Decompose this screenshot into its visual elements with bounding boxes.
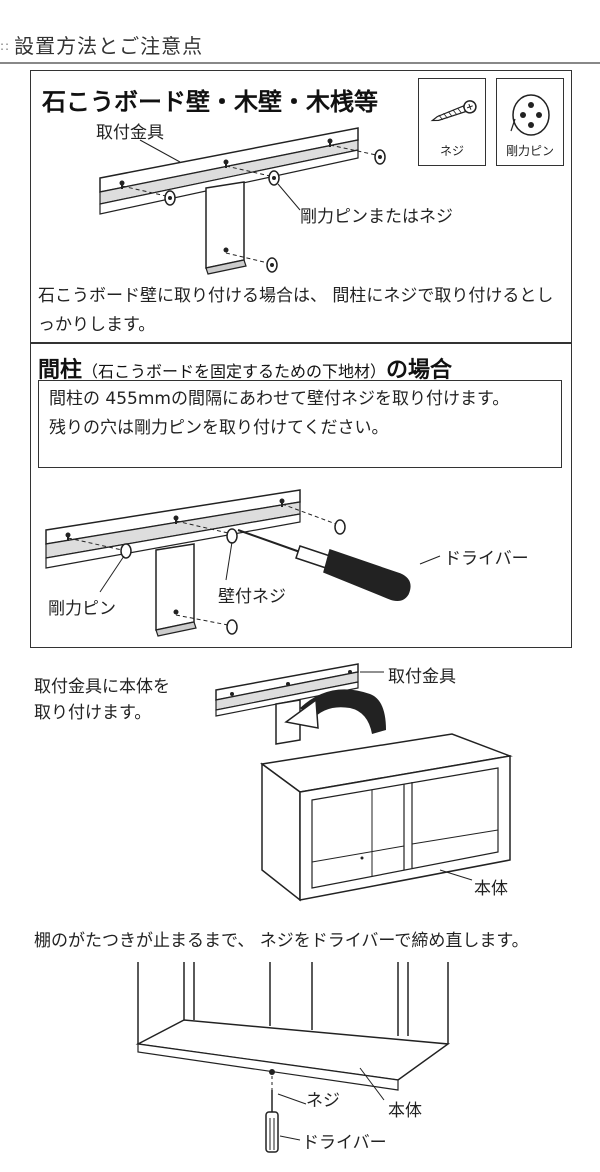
legend-pin-box: 剛力ピン xyxy=(496,78,564,166)
step4-label-body: 本体 xyxy=(388,1101,422,1121)
note-line-2: 残りの穴は剛力ピンを取り付けてください。 xyxy=(49,418,389,438)
label-bracket: 取付金具 xyxy=(96,123,164,143)
section1-paragraph: 石こうボード壁に取り付ける場合は、 間柱にネジで取り付けるとしっかりします。 xyxy=(38,286,554,335)
legend-screw-box: ネジ xyxy=(418,78,486,166)
section2-note: 間柱の 455mmの間隔にあわせて壁付ネジを取り付けます。 残りの穴は剛力ピンを… xyxy=(38,380,562,468)
label-wall-screw: 壁付ネジ xyxy=(218,587,286,607)
legend-screw-label: ネジ xyxy=(439,144,464,158)
section2-title-tail: の場合 xyxy=(386,358,453,383)
section2-title: 間柱（石こうボードを固定するための下地材）の場合 xyxy=(38,352,452,384)
step3-text: 取付金具に本体を 取り付けます。 xyxy=(34,674,170,726)
section2-title-main: 間柱 xyxy=(38,358,83,383)
screw-icon xyxy=(430,100,477,122)
label-pin-or-screw: 剛力ピンまたはネジ xyxy=(300,207,453,227)
page-header: ::設置方法とご注意点 xyxy=(0,30,203,59)
label-pin: 剛力ピン xyxy=(48,599,116,619)
step4-label-screw: ネジ xyxy=(306,1091,340,1111)
legend-pin-label: 剛力ピン xyxy=(505,144,554,158)
step3-line-1: 取付金具に本体を xyxy=(34,677,170,697)
panel-divider xyxy=(30,342,572,344)
section1-title: 石こうボード壁・木壁・木桟等 xyxy=(42,88,378,116)
pin-icon xyxy=(510,94,550,136)
label-driver: ドライバー xyxy=(444,549,529,569)
step3-label-bracket: 取付金具 xyxy=(388,667,456,687)
header-divider xyxy=(0,62,600,64)
note-line-1: 間柱の 455mmの間隔にあわせて壁付ネジを取り付けます。 xyxy=(49,389,510,409)
section2-title-sub: （石こうボードを固定するための下地材） xyxy=(82,362,387,381)
step3-line-2: 取り付けます。 xyxy=(34,703,152,723)
header-marker: :: xyxy=(0,39,11,53)
step3-label-body: 本体 xyxy=(474,879,508,899)
page-title: 設置方法とご注意点 xyxy=(14,34,204,58)
screwdriver-icon xyxy=(237,529,411,601)
instruction-panel xyxy=(30,70,572,648)
step4-text: 棚のがたつきが止まるまで、 ネジをドライバーで締め直します。 xyxy=(34,931,529,951)
step4-label-driver: ドライバー xyxy=(302,1133,387,1153)
